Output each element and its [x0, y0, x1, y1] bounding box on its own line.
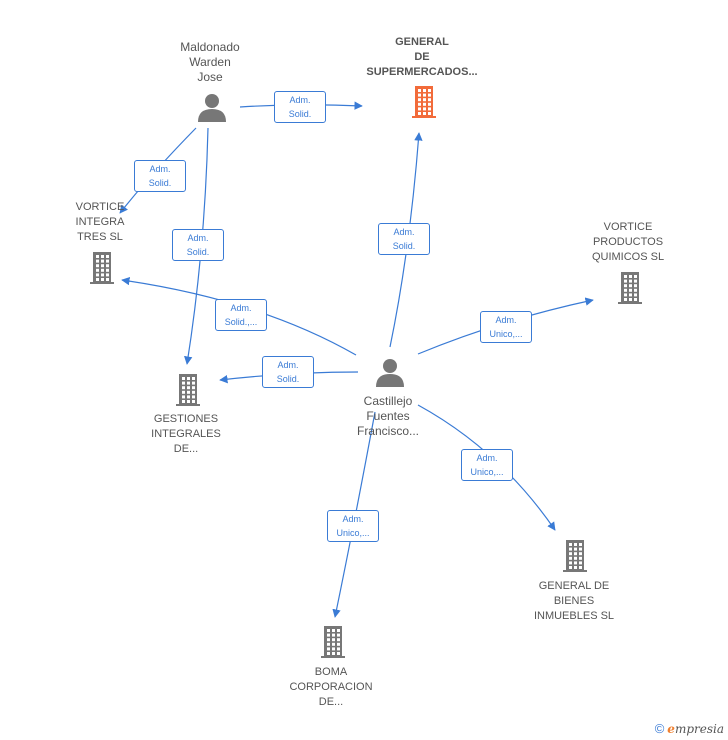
edge-label[interactable]: Adm. Unico,... — [327, 510, 379, 542]
building-icon[interactable] — [412, 86, 436, 118]
node-label-castillejo[interactable]: Castillejo Fuentes Francisco... — [356, 394, 419, 438]
node-label-vortice-integra[interactable]: VORTICE INTEGRA TRES SL — [75, 201, 125, 243]
edge-label[interactable]: Adm. Unico,... — [480, 311, 532, 343]
building-icon[interactable] — [618, 272, 642, 304]
person-icon[interactable] — [198, 94, 226, 122]
edge-label[interactable]: Adm. Solid. — [262, 356, 314, 388]
building-icon[interactable] — [176, 374, 200, 406]
node-label-maldonado[interactable]: Maldonado Warden Jose — [180, 40, 240, 84]
person-icon[interactable] — [376, 359, 404, 387]
edge-label[interactable]: Adm. Solid. — [274, 91, 326, 123]
building-icon[interactable] — [563, 540, 587, 572]
edge-label[interactable]: Adm. Solid.,... — [215, 299, 267, 331]
icons-layer — [90, 86, 642, 658]
node-label-gestiones[interactable]: GESTIONES INTEGRALES DE... — [151, 413, 221, 455]
brand-name: mpresia — [674, 722, 724, 736]
node-label-vortice-productos[interactable]: VORTICE PRODUCTOS QUIMICOS SL — [591, 221, 665, 263]
node-label-general-bienes[interactable]: GENERAL DE BIENES INMUEBLES SL — [533, 580, 615, 622]
footer-brand: ©empresia — [655, 721, 724, 736]
edge-label[interactable]: Adm. Solid. — [378, 223, 430, 255]
edge-label[interactable]: Adm. Unico,... — [461, 449, 513, 481]
edge-label[interactable]: Adm. Solid. — [172, 229, 224, 261]
edge-label[interactable]: Adm. Solid. — [134, 160, 186, 192]
building-icon[interactable] — [90, 252, 114, 284]
node-label-boma[interactable]: BOMA CORPORACION DE... — [289, 666, 373, 708]
copyright-symbol: © — [654, 721, 665, 736]
building-icon[interactable] — [321, 626, 345, 658]
brand-initial: e — [667, 722, 675, 736]
node-label-general-super[interactable]: GENERAL DE SUPERMERCADOS... — [366, 36, 478, 78]
brand-logo: empresia — [667, 722, 724, 736]
